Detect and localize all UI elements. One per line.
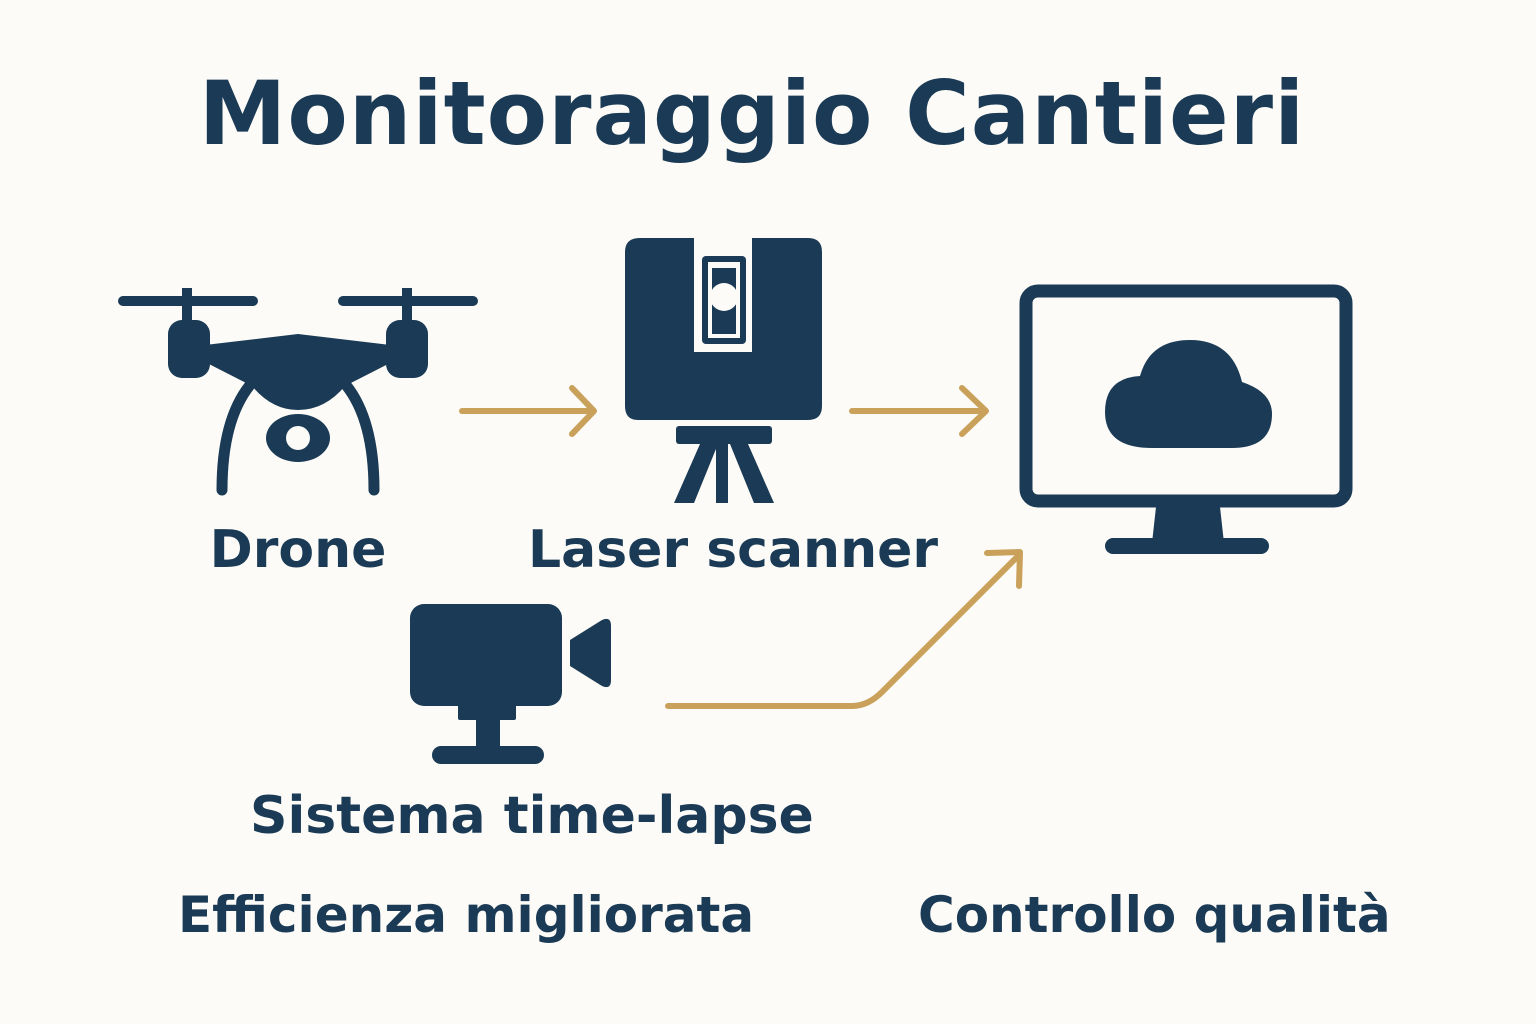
- time-lapse-label: Sistema time-lapse: [250, 786, 814, 846]
- drone-label: Drone: [209, 520, 387, 580]
- time-lapse-camera-icon: [410, 604, 611, 764]
- arrow-scanner-to-monitor: [849, 385, 989, 437]
- caption-quality-control: Controllo qualità: [918, 886, 1391, 944]
- cloud-icon: [1105, 340, 1272, 448]
- laser-scanner-icon: [625, 238, 822, 503]
- caption-efficiency: Efficienza migliorata: [178, 886, 755, 944]
- laser-scanner-label: Laser scanner: [528, 520, 939, 580]
- diagram-title: Monitoraggio Cantieri: [198, 62, 1306, 165]
- arrow-timelapse-to-monitor: [665, 549, 1023, 709]
- drone-icon: [118, 288, 478, 496]
- cloud-monitor-icon: [1019, 284, 1353, 554]
- arrow-drone-to-scanner: [459, 385, 597, 437]
